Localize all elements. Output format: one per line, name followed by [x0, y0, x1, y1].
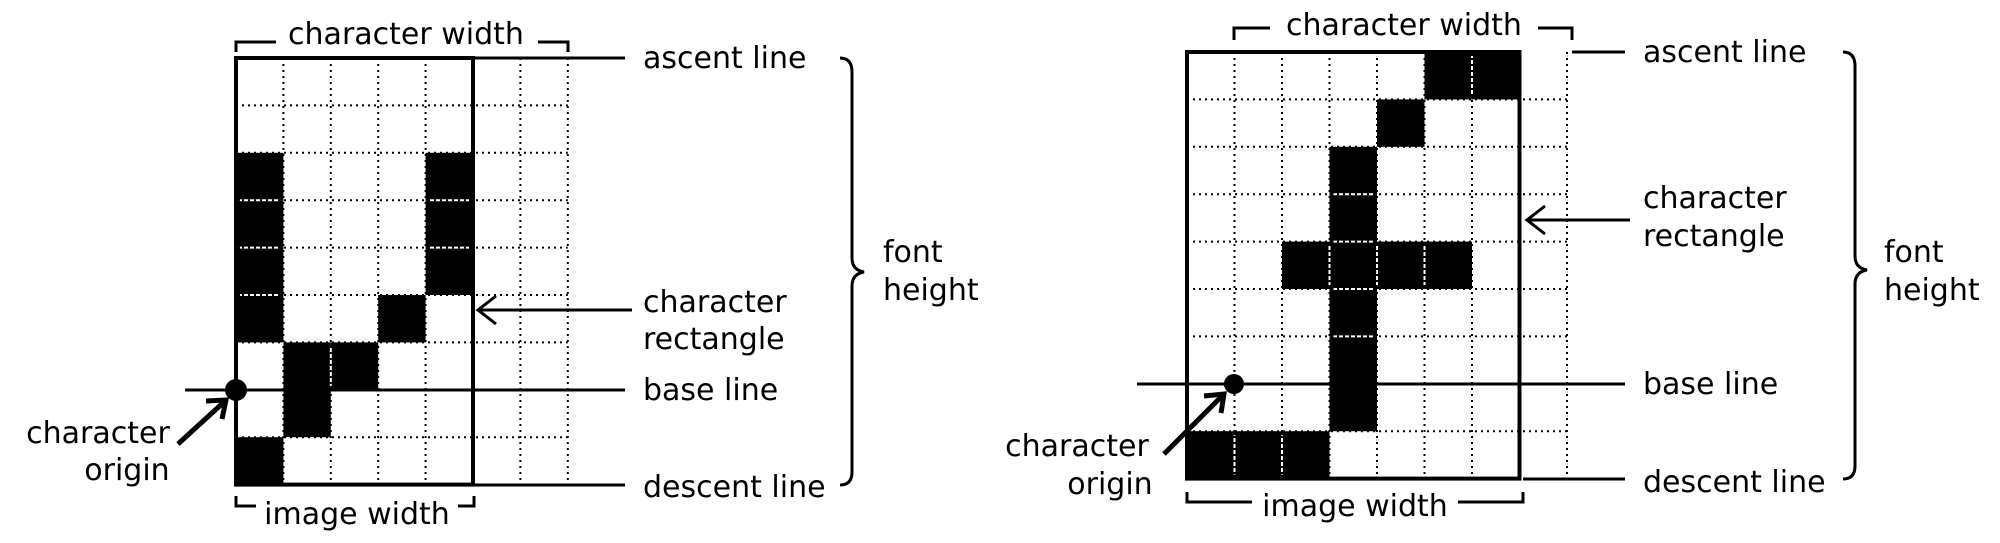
filled-pixel	[1282, 241, 1330, 289]
left-character-origin-label-line2: origin	[84, 453, 169, 488]
right-descent-line-label: descent line	[1643, 465, 1826, 500]
filled-pixel	[283, 389, 331, 438]
left-panel: character width image width ascent line …	[26, 17, 979, 532]
filled-pixel	[330, 342, 379, 390]
left-ascent-line-label: ascent line	[643, 41, 806, 76]
filled-pixel	[1329, 336, 1377, 384]
left-character-width-bracket	[234, 40, 570, 52]
left-font-height-label-line2: height	[883, 273, 979, 308]
right-font-height-label-line2: height	[1884, 273, 1980, 308]
filled-pixel	[236, 152, 284, 201]
left-font-height-label-line1: font	[883, 235, 943, 270]
left-character-rectangle-label-line1: character	[643, 285, 787, 320]
left-descent-line-label: descent line	[643, 470, 826, 505]
right-character-rectangle-label-line1: character	[1643, 181, 1787, 216]
filled-pixel	[1424, 52, 1472, 100]
left-image-width-bracket	[234, 496, 476, 508]
character-rectangle	[1185, 50, 1522, 481]
filled-pixel	[283, 342, 331, 390]
filled-pixel	[1329, 383, 1377, 432]
left-image-width-label: image width	[264, 497, 450, 532]
left-character-origin-arrow	[176, 397, 230, 446]
right-character-origin-label-line1: character	[1005, 429, 1149, 464]
left-character-width-label: character width	[288, 17, 524, 52]
filled-pixel	[1282, 431, 1330, 479]
filled-pixel	[236, 247, 284, 295]
right-font-height-label-line1: font	[1884, 235, 1944, 270]
filled-pixel	[236, 200, 284, 248]
right-panel: character width image width ascent line …	[1005, 8, 1980, 524]
right-character-origin-dot	[1224, 374, 1244, 394]
right-character-width-label: character width	[1286, 8, 1522, 43]
right-character-origin-label-line2: origin	[1067, 467, 1152, 502]
right-character-origin-arrow	[1162, 391, 1227, 456]
right-character-rectangle-arrow	[1524, 204, 1630, 236]
left-font-height-brace	[839, 56, 865, 487]
filled-pixel	[236, 437, 284, 485]
filled-pixel	[425, 152, 473, 201]
right-base-line-label: base line	[1643, 367, 1778, 402]
left-character-rectangle-label-line2: rectangle	[643, 322, 785, 357]
right-pixel-grid	[1185, 50, 1568, 481]
filled-pixel	[1377, 241, 1425, 289]
filled-pixel	[425, 247, 473, 295]
right-image-width-label: image width	[1262, 489, 1448, 524]
left-character-rectangle-arrow	[475, 294, 632, 326]
filled-pixel	[1329, 194, 1377, 242]
filled-pixel	[425, 200, 473, 248]
right-character-width-bracket	[1232, 26, 1574, 40]
right-character-rectangle-label-line2: rectangle	[1643, 219, 1785, 254]
left-character-origin-label-line1: character	[26, 416, 170, 451]
filled-pixel	[1329, 289, 1377, 337]
filled-pixel	[1234, 431, 1282, 479]
left-character-origin-dot	[225, 379, 247, 401]
filled-pixel	[1424, 241, 1472, 289]
filled-pixel	[378, 295, 426, 343]
right-image-width-bracket	[1185, 492, 1525, 504]
left-base-line-label: base line	[643, 373, 778, 408]
filled-pixel	[1472, 52, 1520, 100]
right-font-height-brace	[1842, 50, 1868, 481]
right-ascent-line-label: ascent line	[1643, 35, 1806, 70]
filled-pixel	[1187, 431, 1235, 479]
left-pixel-grid	[234, 56, 569, 487]
character-rectangle	[234, 56, 475, 487]
filled-pixel	[236, 295, 284, 343]
filled-pixel	[1329, 241, 1377, 289]
filled-pixel	[1329, 146, 1377, 195]
filled-pixel	[1377, 99, 1425, 147]
